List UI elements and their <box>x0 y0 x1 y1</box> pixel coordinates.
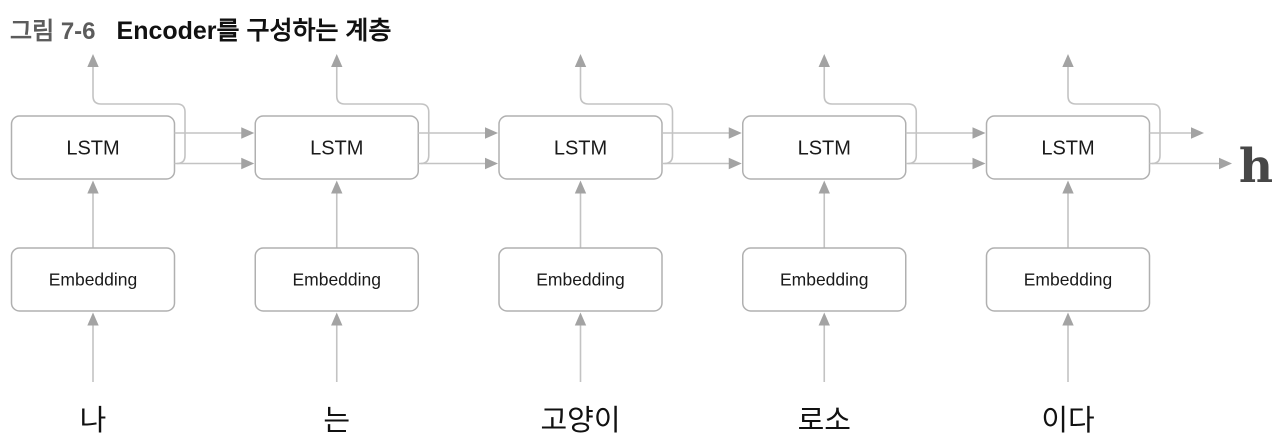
embedding-to-lstm-arrowhead-icon <box>818 180 830 194</box>
word-to-embedding-arrowhead-icon <box>574 312 587 326</box>
embedding-label: Embedding <box>536 270 625 290</box>
lstm-output-wrap-line <box>92 65 186 165</box>
word-to-embedding-arrowhead-icon <box>87 312 99 326</box>
lstm-box <box>10 115 176 180</box>
input-word: 로소 <box>798 405 851 437</box>
figure-title: Encoder를 구성하는 계층 <box>116 17 392 45</box>
word-to-embedding-arrowhead-icon <box>1062 312 1074 326</box>
embedding-label: Embedding <box>292 270 381 290</box>
input-word: 이다 <box>1041 405 1094 437</box>
lstm-output-arrowhead-icon <box>1062 54 1074 67</box>
hidden-state-arrowhead-icon <box>485 157 498 170</box>
hidden-state-arrowhead-icon <box>241 157 255 170</box>
cell-state-arrowhead-icon <box>485 127 498 139</box>
encoder-column: LSTM Embedding 고양이 <box>498 54 742 437</box>
cell-state-arrowhead-icon <box>241 127 255 139</box>
embedding-label: Embedding <box>780 270 869 290</box>
encoder-column: LSTM Embedding 는 <box>254 54 498 437</box>
lstm-box <box>498 115 663 180</box>
word-to-embedding-arrowhead-icon <box>331 312 343 326</box>
lstm-output-wrap-line <box>335 65 430 165</box>
encoder-column: LSTM Embedding 나 <box>10 54 255 437</box>
embedding-to-lstm-arrowhead-icon <box>87 180 99 194</box>
embedding-box <box>10 247 176 312</box>
encoder-column: LSTM Embedding 로소 <box>742 54 986 437</box>
cell-state-arrowhead-icon <box>972 127 986 139</box>
embedding-box <box>254 247 419 312</box>
lstm-output-arrowhead-icon <box>574 54 587 67</box>
embedding-box <box>742 247 907 312</box>
lstm-output-arrowhead-icon <box>87 54 99 67</box>
lstm-label: LSTM <box>798 138 851 160</box>
lstm-box <box>254 115 419 180</box>
lstm-output-wrap-line <box>823 65 918 165</box>
figure-caption: 그림 7-6 Encoder를 구성하는 계층 <box>10 11 391 47</box>
embedding-to-lstm-arrowhead-icon <box>574 180 587 194</box>
lstm-label: LSTM <box>1041 138 1094 160</box>
input-word: 나 <box>80 405 107 437</box>
input-word: 고양이 <box>540 405 620 437</box>
hidden-state-arrowhead-icon <box>728 157 742 170</box>
embedding-to-lstm-arrowhead-icon <box>331 180 343 194</box>
lstm-box <box>985 115 1151 180</box>
final-cell-state-arrowhead-icon <box>1191 127 1204 139</box>
lstm-output-wrap-line <box>579 65 674 165</box>
embedding-label: Embedding <box>1024 270 1113 290</box>
embedding-label: Embedding <box>49 270 138 290</box>
figure-label: 그림 7-6 <box>10 18 96 45</box>
lstm-label: LSTM <box>554 138 607 160</box>
embedding-to-lstm-arrowhead-icon <box>1062 180 1074 194</box>
lstm-output-wrap-line <box>1067 65 1161 165</box>
hidden-state-output-label: h <box>1239 139 1273 194</box>
embedding-box <box>985 247 1151 312</box>
final-hidden-state-arrowhead-icon <box>1219 157 1232 170</box>
embedding-box <box>498 247 663 312</box>
hidden-state-arrowhead-icon <box>972 157 986 170</box>
encoder-column: LSTM Embedding 이다 h <box>985 54 1273 437</box>
lstm-label: LSTM <box>310 138 363 160</box>
input-word: 는 <box>323 405 350 437</box>
lstm-box <box>742 115 907 180</box>
lstm-output-arrowhead-icon <box>818 54 830 67</box>
cell-state-arrowhead-icon <box>728 127 742 139</box>
lstm-label: LSTM <box>66 138 119 160</box>
word-to-embedding-arrowhead-icon <box>818 312 830 326</box>
lstm-output-arrowhead-icon <box>331 54 343 67</box>
